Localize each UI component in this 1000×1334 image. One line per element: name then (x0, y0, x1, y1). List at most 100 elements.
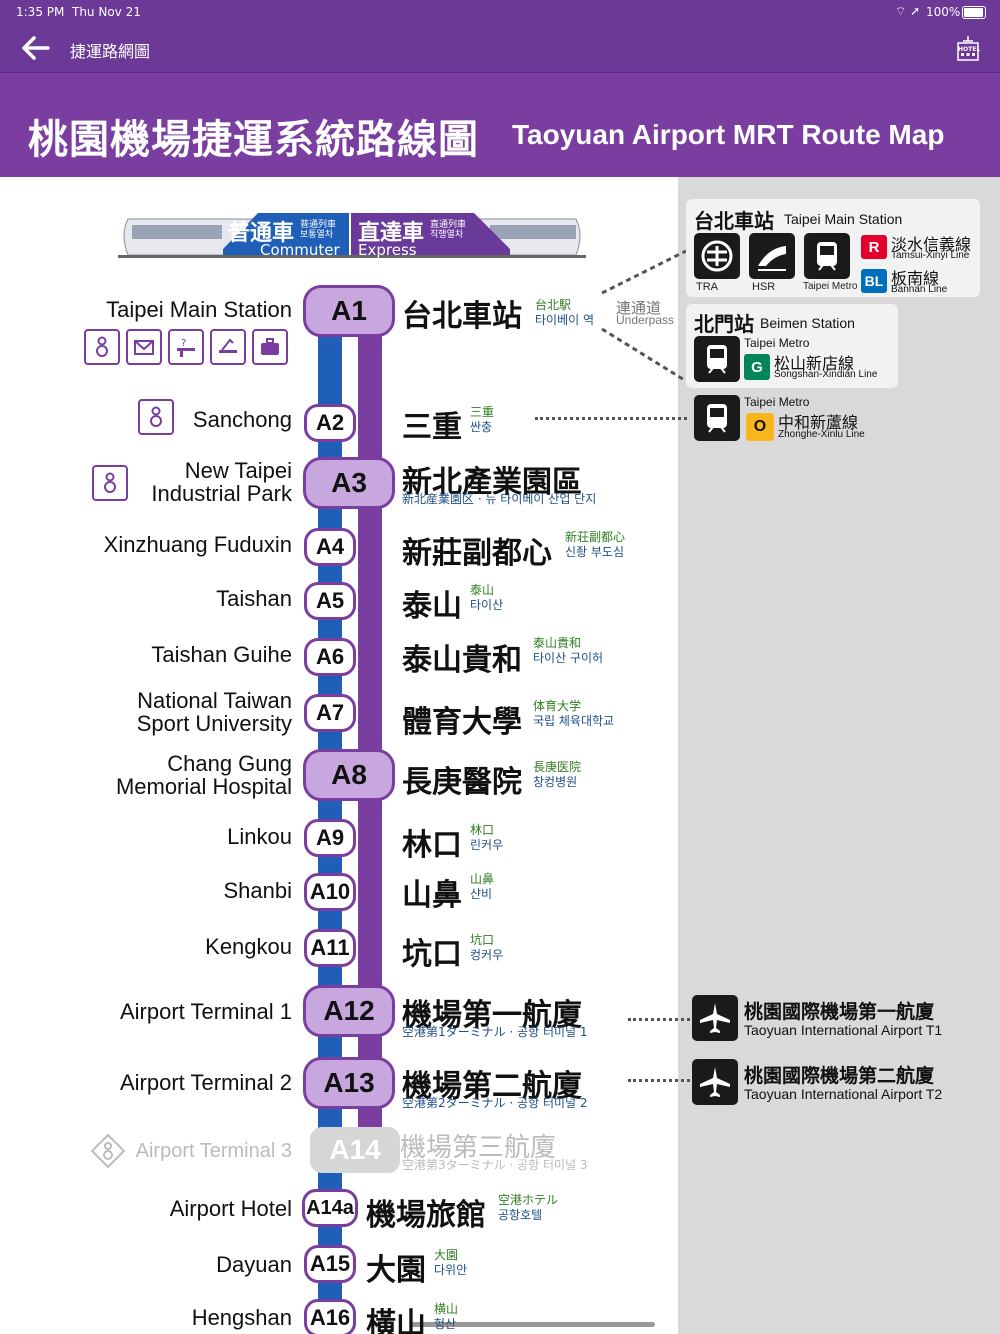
express-en: Express (358, 241, 417, 259)
station-zh-a8: 長庚醫院 (402, 765, 522, 800)
check-in-icon (210, 329, 246, 365)
station-ja-a2: 三重 (470, 405, 495, 419)
station-zh-a9: 林口 (402, 828, 462, 863)
station-zh-a14: 機場第三航廈 (400, 1133, 557, 1163)
station-ja-a8: 長庚医院 (533, 760, 582, 774)
station-jako-a13: 空港第2ターミナル · 공항 터미널 2 (402, 1096, 588, 1110)
underpass-zh: 連通道 (616, 299, 662, 317)
station-ko-a8: 창컹병원 (533, 775, 578, 789)
station-badge-a3[interactable]: A3 (303, 457, 395, 509)
station-badge-a8[interactable]: A8 (303, 749, 395, 801)
sanchong-transfer-card[interactable]: Taipei Metro O 中和新蘆線 Zhonghe-Xinlu Line (692, 393, 892, 445)
taipei-main-transfer-card[interactable]: 台北車站 Taipei Main Station TRA HSR Taipei … (686, 199, 980, 297)
t1-transfer-card[interactable]: 桃園國際機場第一航廈 Taoyuan International Airport… (692, 993, 992, 1045)
station-ja-a4: 新荘副都心 (565, 530, 626, 544)
green-line-chip: G (744, 354, 770, 380)
station-jako-a14: 空港第3ターミナル · 공항 터미널 3 (402, 1158, 588, 1172)
hotel-button[interactable]: HOTEL (955, 34, 981, 62)
station-badge-a14a[interactable]: A14a (302, 1189, 358, 1227)
station-ko-a10: 샨비 (470, 887, 493, 901)
metro-icon (694, 336, 740, 382)
station-badge-a13[interactable]: A13 (303, 1057, 395, 1109)
station-zh-a12: 機場第一航廈 (402, 998, 582, 1033)
station-badge-a12[interactable]: A12 (303, 985, 395, 1037)
station-zh-a13: 機場第二航廈 (402, 1069, 582, 1104)
nursing-room-icon (84, 329, 120, 365)
station-en-a3-line2: Industrial Park (151, 481, 292, 506)
beimen-transfer-card[interactable]: 北門站 Beimen Station Taipei Metro G 松山新店線 … (686, 304, 898, 388)
station-en-a13: Airport Terminal 2 (120, 1070, 292, 1095)
station-zh-a10: 山鼻 (402, 878, 462, 913)
blue-line-chip: BL (861, 269, 887, 293)
station-badge-a7[interactable]: A7 (304, 694, 356, 732)
nursing-room-icon (138, 399, 174, 435)
station-ko-a9: 린커우 (470, 838, 504, 852)
station-ko-a6: 타이산 구이허 (533, 651, 604, 665)
station-badge-a4[interactable]: A4 (304, 528, 356, 566)
a1-facilities: ? (84, 329, 288, 365)
beimen-title-zh: 北門站 (694, 312, 754, 336)
battery-icon (962, 6, 986, 19)
station-zh-a11: 坑口 (402, 937, 462, 972)
station-badge-a2[interactable]: A2 (304, 404, 356, 442)
station-ja-a6: 泰山貴和 (533, 636, 582, 650)
underpass-en: Underpass (616, 313, 675, 327)
station-en-a14a: Airport Hotel (169, 1196, 292, 1221)
station-badge-a9[interactable]: A9 (304, 819, 356, 857)
express-zh: 直達車 (358, 221, 425, 246)
station-ko-a5: 타이산 (470, 598, 504, 612)
station-ko-a4: 신좡 부도심 (565, 545, 625, 559)
t2-zh: 桃園國際機場第二航廈 (744, 1065, 935, 1087)
station-zh-a14a: 機場旅館 (366, 1198, 486, 1233)
express-ko: 직행열차 (430, 230, 464, 240)
scroll-indicator[interactable] (410, 1322, 655, 1327)
status-date: Thu Nov 21 (72, 5, 141, 19)
back-button[interactable] (20, 34, 52, 62)
t1-transfer-connector (628, 1018, 690, 1021)
metro-icon (804, 233, 850, 279)
airplane-icon (692, 1059, 738, 1105)
route-map[interactable]: 普通車 普通列車 보통열차 Commuter 直達車 直通列車 직행열차 Exp… (0, 177, 1000, 1334)
station-en-a14: Airport Terminal 3 (135, 1140, 292, 1162)
t2-transfer-card[interactable]: 桃園國際機場第二航廈 Taoyuan International Airport… (692, 1057, 992, 1109)
station-ko-a15: 다위안 (434, 1263, 468, 1277)
station-en-a8-line1: Chang Gung (167, 751, 292, 776)
map-title-zh: 桃園機場捷運系統路線圖 (28, 117, 479, 163)
station-badge-a15[interactable]: A15 (304, 1245, 356, 1283)
information-icon: ? (168, 329, 204, 365)
metro-icon (694, 395, 740, 441)
station-zh-a6: 泰山貴和 (402, 643, 522, 678)
map-title-band: 桃園機場捷運系統路線圖 Taoyuan Airport MRT Route Ma… (0, 73, 1000, 177)
station-en-a15: Dayuan (216, 1252, 292, 1277)
station-badge-a16[interactable]: A16 (304, 1299, 356, 1334)
metro-label: Taipei Metro (803, 281, 858, 292)
commuter-zh: 普通車 (228, 221, 295, 246)
t1-zh: 桃園國際機場第一航廈 (744, 1001, 935, 1023)
station-en-a5: Taishan (216, 586, 292, 611)
station-zh-a15: 大園 (366, 1253, 426, 1288)
sanchong-transfer-connector (535, 417, 687, 420)
commuter-ja: 普通列車 (300, 220, 337, 230)
station-zh-a1: 台北車站 (402, 299, 522, 334)
station-en-a8-line2: Memorial Hospital (115, 774, 292, 799)
t2-transfer-connector (628, 1079, 690, 1082)
red-line-chip: R (861, 235, 887, 259)
underpass-connector (601, 249, 687, 383)
orange-line-zh: 中和新蘆線 (778, 413, 859, 432)
nav-title: 捷運路網圖 (70, 42, 151, 61)
red-line-zh: 淡水信義線 (891, 235, 972, 254)
station-badge-a10[interactable]: A10 (304, 873, 356, 911)
green-line-en: Songshan-Xindian Line (774, 369, 878, 380)
station-badge-a6[interactable]: A6 (304, 638, 356, 676)
station-ja-a10: 山鼻 (470, 872, 495, 886)
orange-line-en: Zhonghe-Xinlu Line (778, 429, 865, 440)
station-badge-a1[interactable]: A1 (303, 285, 395, 337)
hotel-label: HOTEL (958, 46, 981, 53)
station-badge-a11[interactable]: A11 (304, 929, 356, 967)
station-badge-a14[interactable]: A14 (310, 1127, 400, 1173)
station-zh-a7: 體育大學 (402, 705, 522, 740)
station-ko-a11: 컹커우 (470, 948, 504, 962)
station-badge-a5[interactable]: A5 (304, 582, 356, 620)
sanchong-metro-label: Taipei Metro (744, 395, 810, 409)
station-zh-a3: 新北產業園區 (402, 465, 582, 500)
